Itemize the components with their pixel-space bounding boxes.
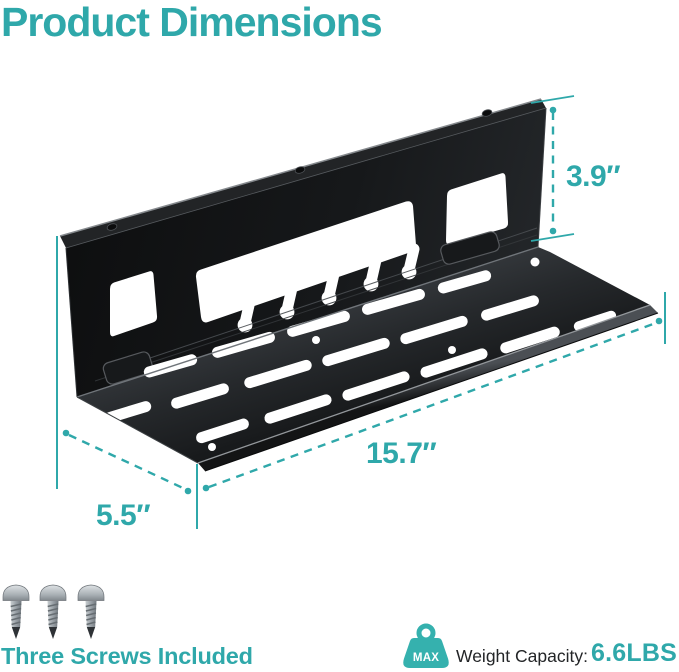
weight-capacity-label: Weight Capacity: [456, 646, 588, 666]
mounting-flange [59, 98, 547, 249]
screws-note: Three Screws Included [1, 643, 253, 669]
dimension-height-line [530, 95, 575, 242]
cable-slots [104, 257, 617, 451]
back-panel [65, 107, 547, 398]
stamped-indents [102, 231, 500, 385]
dimension-depth-line [56, 236, 198, 529]
mounting-holes [106, 109, 493, 231]
screw-icon [77, 584, 105, 639]
dimension-height-label: 3.9″ [566, 160, 620, 193]
front-lip [197, 304, 659, 472]
back-panel-cutouts [110, 173, 509, 337]
weight-icon: MAX [403, 623, 449, 668]
tray-shelf [76, 246, 659, 472]
page-title: Product Dimensions [1, 0, 383, 45]
screws-icon [2, 584, 105, 639]
screw-icon [2, 584, 30, 639]
weight-capacity-value: 6.6LBS [591, 639, 677, 667]
weight-max-label: MAX [413, 652, 439, 664]
dimension-annotations: 3.9″ 5.5″ 15.7″ [56, 95, 666, 532]
dimension-length-line [202, 292, 666, 492]
cable-tray [59, 98, 659, 472]
dimension-length-label: 15.7″ [366, 437, 436, 470]
dimension-depth-label: 5.5″ [96, 499, 150, 532]
screw-icon [39, 584, 67, 639]
